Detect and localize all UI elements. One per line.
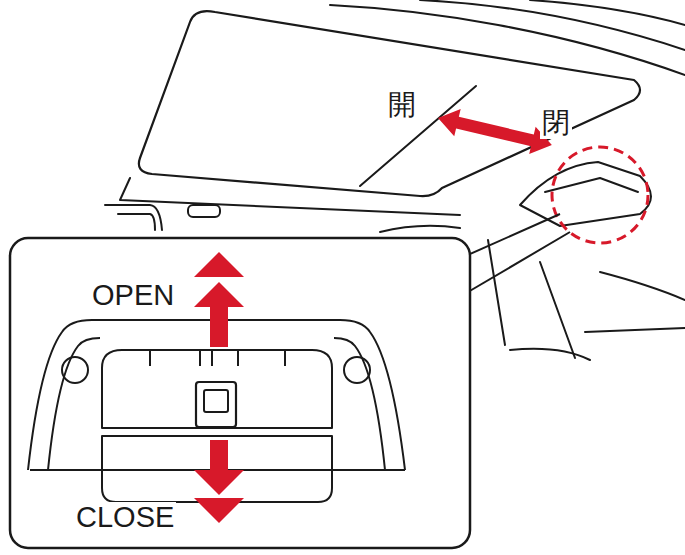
trim-line — [510, 349, 590, 360]
arrow-head — [194, 252, 244, 277]
console-outline — [48, 338, 100, 470]
label-text: OPEN — [90, 280, 176, 312]
arrow-shaft — [210, 440, 228, 472]
switch-knob — [204, 390, 228, 412]
lamp-circle — [344, 357, 370, 383]
switch-console — [28, 320, 405, 502]
overhead-console-line — [545, 178, 638, 192]
label-text: CLOSE — [74, 502, 176, 534]
trim-shape — [105, 205, 162, 230]
overhead-console — [520, 162, 651, 226]
double-arrow — [435, 104, 555, 158]
pillar-line — [600, 272, 685, 300]
callout-line — [468, 232, 570, 292]
pillar-line — [585, 328, 685, 332]
upper-panel — [102, 350, 332, 428]
open-arrow — [194, 252, 244, 347]
label-text: 閉 — [540, 108, 572, 139]
arrow-head — [194, 498, 244, 523]
pillar-line — [540, 262, 575, 358]
arrow-shaft — [210, 305, 228, 347]
arrow-head — [194, 470, 244, 495]
trim-shape — [118, 214, 155, 230]
lamp-circle — [62, 357, 88, 383]
trim-line — [380, 226, 460, 232]
pillar-line — [488, 240, 505, 345]
open-edge-line — [360, 86, 476, 186]
panel-ticks — [150, 350, 285, 366]
close-arrow — [194, 440, 244, 523]
glass-panel — [139, 11, 640, 196]
roof-line — [530, 0, 685, 25]
label-text: 開 — [386, 90, 418, 121]
roof-line — [420, 0, 685, 50]
highlight-circle — [552, 147, 648, 243]
trim-shape — [188, 205, 220, 217]
open-close-arrow — [435, 104, 555, 158]
arrow-head — [194, 282, 244, 307]
sunroof-switch — [196, 382, 236, 427]
console-outline — [334, 338, 385, 470]
roof-opening-frame — [120, 178, 460, 215]
inset-frame — [10, 238, 470, 548]
